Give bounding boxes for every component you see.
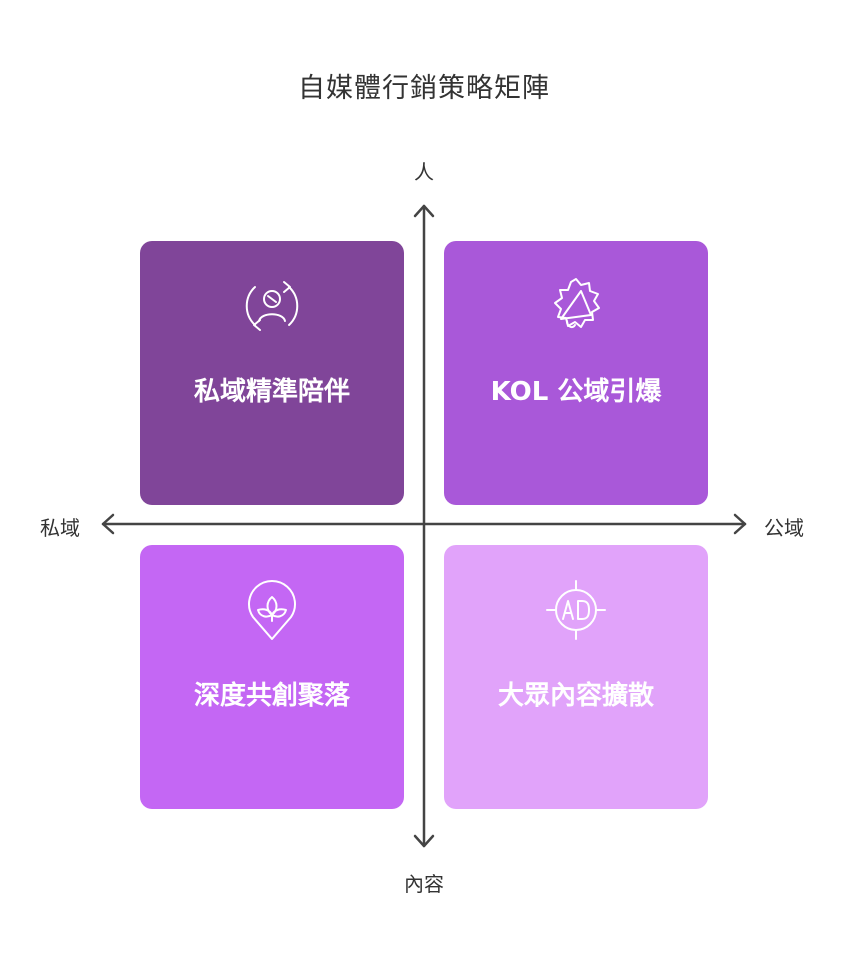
quadrant-bottom-left: 深度共創聚落	[140, 545, 404, 809]
axis-label-top: 人	[414, 160, 434, 184]
quadrant-label: 深度共創聚落	[193, 681, 350, 711]
quadrant-top-left: 私域精準陪伴	[140, 241, 404, 505]
arrow-left-icon	[101, 513, 115, 535]
megaphone-badge-icon	[554, 278, 600, 329]
axis-label-right: 公域	[764, 516, 804, 540]
leaf-drop-icon	[248, 580, 296, 640]
axis-label-left: 私域	[40, 516, 80, 540]
quadrant-bottom-right: 大眾內容擴散	[444, 545, 708, 809]
user-cycle-icon	[245, 281, 299, 331]
quadrant-label: 私域精準陪伴	[193, 377, 350, 407]
arrow-right-icon	[733, 513, 747, 535]
quadrant-label: 大眾內容擴散	[497, 681, 654, 711]
quadrant-top-right: KOL 公域引爆	[444, 241, 708, 505]
arrow-down-icon	[413, 834, 435, 848]
ad-target-icon	[546, 580, 606, 640]
axis-label-bottom: 內容	[404, 872, 444, 896]
page-title: 自媒體行銷策略矩陣	[298, 73, 550, 104]
arrow-up-icon	[413, 204, 435, 218]
quadrant-label: KOL 公域引爆	[490, 377, 662, 407]
